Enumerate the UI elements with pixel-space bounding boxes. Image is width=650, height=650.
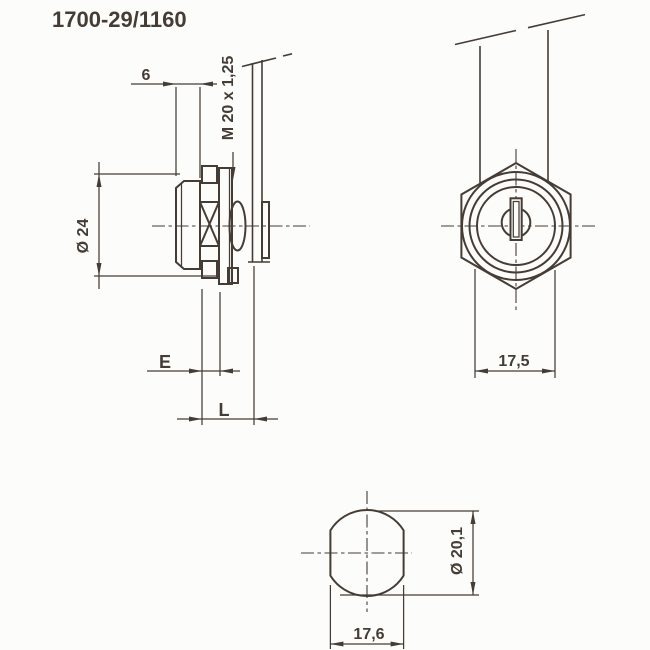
lock-body	[199, 165, 220, 279]
dim-head-depth: 6	[131, 67, 217, 178]
dim-head-depth-label: 6	[142, 67, 151, 84]
dim-length-l: L	[177, 266, 278, 425]
dim-length-l-label: L	[219, 400, 230, 420]
front-panel-section	[454, 13, 586, 183]
hex-nut	[460, 161, 572, 291]
break-line	[527, 13, 586, 29]
dim-grip-e: E	[147, 289, 240, 425]
front-view: 17,5	[441, 13, 597, 378]
lock-face-circles	[461, 171, 571, 281]
break-line	[454, 29, 517, 46]
panel-section	[241, 53, 293, 263]
side-view: 6 M 20 x 1,25 Ø 24 E	[75, 53, 310, 425]
cutout-view: 17,6 Ø 20,1	[301, 491, 479, 649]
dim-cutout-diameter: Ø 20,1	[340, 510, 479, 596]
thread-label: M 20 x 1,25	[220, 56, 237, 141]
break-line	[282, 53, 293, 57]
dim-front-across-flats: 17,5	[474, 269, 556, 378]
clip-cross-line	[199, 201, 220, 247]
cam-tip	[261, 201, 270, 259]
body-bottom-tab	[201, 260, 218, 279]
dim-front-across-flats-label: 17,5	[498, 353, 529, 370]
drawing-title: 1700-29/1160	[52, 7, 187, 32]
key-cylinder	[500, 197, 532, 242]
body-top-tab	[201, 165, 218, 184]
dim-cutout-diameter-label: Ø 20,1	[449, 527, 466, 575]
break-line	[241, 57, 277, 68]
double-d-profile	[329, 509, 405, 597]
lock-head-bezel	[175, 180, 201, 270]
dim-head-diameter-label: Ø 24	[75, 219, 92, 254]
cam-bottom-tab	[227, 267, 239, 284]
dim-head-diameter: Ø 24	[75, 162, 216, 289]
thread-callout: M 20 x 1,25	[220, 56, 237, 180]
cam-hub	[228, 200, 247, 252]
dim-cutout-across-flats-label: 17,6	[353, 626, 384, 643]
dim-cutout-across-flats: 17,6	[329, 585, 405, 649]
dim-grip-e-label: E	[159, 352, 171, 372]
keyway-slot	[509, 197, 523, 242]
